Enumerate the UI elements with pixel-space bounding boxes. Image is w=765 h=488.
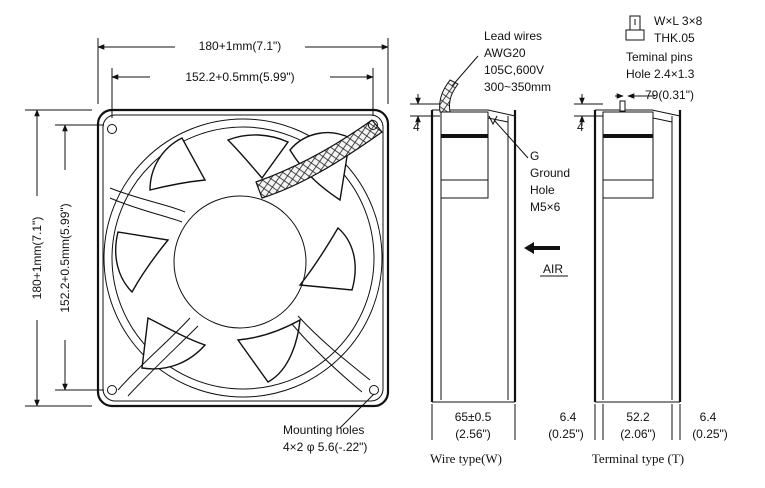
terminal-type-motor-block bbox=[602, 111, 654, 199]
lead-wires-label-3: 105C,600V bbox=[484, 63, 544, 77]
dimension-width-holes: 152.2+0.5mm(5.99") bbox=[111, 68, 374, 118]
pin-size-label-1: W×L 3×8 bbox=[654, 14, 703, 28]
terminal-type-body bbox=[593, 110, 682, 402]
terminal-pin-detail-icon bbox=[625, 15, 645, 41]
airflow-label: AIR bbox=[543, 262, 563, 276]
mounting-hole-bottom-right bbox=[369, 385, 379, 395]
pin-offset-label: 79(0.31") bbox=[645, 88, 694, 102]
mounting-hole-top-right bbox=[368, 120, 378, 130]
ground-leader bbox=[493, 119, 529, 159]
dimension-height-holes-label: 152.2+0.5mm(5.99") bbox=[58, 203, 72, 312]
dimension-width-outer: 180+1mm(7.1") bbox=[97, 38, 389, 104]
fan-hub bbox=[173, 195, 307, 329]
terminal-pins-label-1: Teminal pins bbox=[626, 50, 693, 64]
mounting-holes-label-1: Mounting holes bbox=[283, 423, 364, 437]
ground-label-3: Hole bbox=[530, 183, 555, 197]
right-flange-in: (0.25") bbox=[692, 427, 728, 441]
dimension-width-holes-label: 152.2+0.5mm(5.99") bbox=[185, 70, 294, 84]
wire-type-view: Lead wires AWG20 105C,600V 300~350mm 4 G… bbox=[410, 29, 570, 466]
front-view: 180+1mm(7.1") 152.2+0.5mm(5.99") 180+1mm… bbox=[25, 38, 390, 454]
terminal-pins-label-2: Hole 2.4×1.3 bbox=[626, 67, 695, 81]
fan-venturi-inner bbox=[111, 126, 375, 390]
left-flange-mm: 6.4 bbox=[560, 410, 577, 424]
mounting-hole-bottom-left bbox=[107, 385, 117, 395]
dimension-width-outer-label: 180+1mm(7.1") bbox=[199, 39, 282, 53]
left-flange-in: (0.25") bbox=[548, 427, 584, 441]
body-depth-mm: 52.2 bbox=[626, 410, 650, 424]
body-depth-in: (2.06") bbox=[620, 427, 656, 441]
lead-wire-bundle bbox=[255, 119, 383, 199]
ground-label-4: M5×6 bbox=[530, 200, 561, 214]
wire-type-depth-in: (2.56") bbox=[455, 427, 491, 441]
ground-label-1: G bbox=[530, 149, 539, 163]
lead-wires-label-4: 300~350mm bbox=[484, 80, 551, 94]
fan-venturi-outer bbox=[103, 118, 383, 398]
mounting-holes-label-2: 4×2 φ 5.6(-.22") bbox=[283, 440, 367, 454]
pin-size-label-2: THK.05 bbox=[654, 31, 695, 45]
right-flange-mm: 6.4 bbox=[700, 410, 717, 424]
lead-wires-leader bbox=[451, 55, 479, 87]
wire-type-lead-wire bbox=[439, 79, 459, 113]
terminal-type-caption: Terminal type (T) bbox=[592, 451, 684, 466]
wire-type-motor-block bbox=[440, 111, 489, 199]
mounting-hole-top-left bbox=[107, 124, 117, 134]
frame-struts bbox=[109, 131, 373, 397]
fan-frame-inner bbox=[102, 114, 384, 402]
wire-type-depth-mm: 65±0.5 bbox=[455, 410, 492, 424]
terminal-type-offset-label: 4 bbox=[577, 120, 584, 134]
mounting-hole-leader bbox=[339, 393, 375, 429]
wire-type-body bbox=[430, 110, 517, 402]
terminal-pin bbox=[619, 100, 626, 112]
wire-type-caption: Wire type(W) bbox=[430, 451, 502, 466]
lead-wires-label-2: AWG20 bbox=[484, 46, 526, 60]
wire-type-offset-label: 4 bbox=[413, 120, 420, 134]
dimension-height-outer-label: 180+1mm(7.1") bbox=[30, 217, 44, 300]
lead-wires-label-1: Lead wires bbox=[484, 29, 542, 43]
terminal-type-view: W×L 3×8 THK.05 Teminal pins Hole 2.4×1.3… bbox=[548, 14, 728, 466]
ground-label-2: Ground bbox=[530, 166, 570, 180]
dimension-height-outer: 180+1mm(7.1") bbox=[25, 109, 92, 407]
fan-frame-outline bbox=[96, 108, 390, 408]
airflow-arrow-icon bbox=[524, 242, 560, 254]
dimension-height-holes: 152.2+0.5mm(5.99") bbox=[55, 124, 104, 391]
